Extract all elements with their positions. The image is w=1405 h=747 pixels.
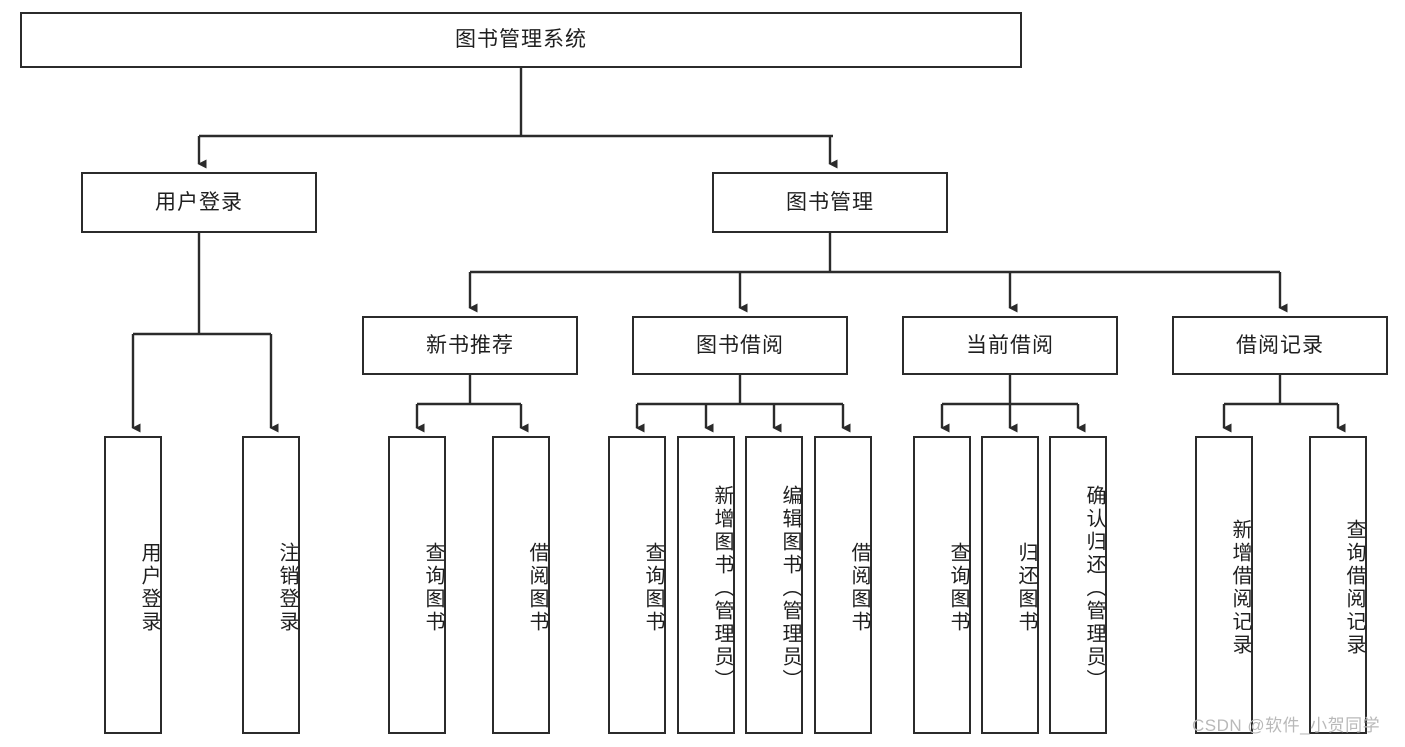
node-leaf-user-login[interactable]: 用户登录 <box>104 436 162 734</box>
node-label: 查询图书 <box>947 542 969 634</box>
node-leaf-query-record[interactable]: 查询借阅记录 <box>1309 436 1367 734</box>
node-leaf-return-book[interactable]: 归还图书 <box>981 436 1039 734</box>
node-label: 借阅图书 <box>526 542 548 634</box>
node-leaf-borrow-book-1[interactable]: 借阅图书 <box>492 436 550 734</box>
node-new-book-recommend[interactable]: 新书推荐 <box>362 316 578 375</box>
node-label: 查询图书 <box>422 542 444 634</box>
node-label: 图书借阅 <box>696 333 784 357</box>
node-label: 借阅记录 <box>1236 333 1324 357</box>
node-book-borrow[interactable]: 图书借阅 <box>632 316 848 375</box>
node-label: 当前借阅 <box>966 333 1054 357</box>
node-label: 查询借阅记录 <box>1343 519 1365 657</box>
node-label: 归还图书 <box>1015 542 1037 634</box>
node-leaf-user-logout[interactable]: 注销登录 <box>242 436 300 734</box>
node-label: 用户登录 <box>155 190 243 214</box>
node-current-borrow[interactable]: 当前借阅 <box>902 316 1118 375</box>
node-leaf-query-book-3[interactable]: 查询图书 <box>913 436 971 734</box>
node-leaf-confirm-return[interactable]: 确认归还（管理员） <box>1049 436 1107 734</box>
node-user-login[interactable]: 用户登录 <box>81 172 317 233</box>
node-label: 新增图书（管理员） <box>711 484 733 692</box>
node-label: 确认归还（管理员） <box>1083 484 1105 692</box>
node-label: 用户登录 <box>138 542 160 634</box>
node-label: 图书管理系统 <box>455 28 587 52</box>
node-leaf-query-book-2[interactable]: 查询图书 <box>608 436 666 734</box>
node-leaf-add-book[interactable]: 新增图书（管理员） <box>677 436 735 734</box>
node-borrow-record[interactable]: 借阅记录 <box>1172 316 1388 375</box>
node-label: 图书管理 <box>786 190 874 214</box>
node-root-system[interactable]: 图书管理系统 <box>20 12 1022 68</box>
node-label: 编辑图书（管理员） <box>779 484 801 692</box>
node-book-manage[interactable]: 图书管理 <box>712 172 948 233</box>
watermark: CSDN @软件_小贺同学 <box>1192 716 1381 735</box>
node-label: 新增借阅记录 <box>1229 519 1251 657</box>
node-leaf-query-book-1[interactable]: 查询图书 <box>388 436 446 734</box>
node-leaf-add-record[interactable]: 新增借阅记录 <box>1195 436 1253 734</box>
node-leaf-edit-book[interactable]: 编辑图书（管理员） <box>745 436 803 734</box>
node-label: 查询图书 <box>642 542 664 634</box>
node-label: 新书推荐 <box>426 333 514 357</box>
node-leaf-borrow-book-2[interactable]: 借阅图书 <box>814 436 872 734</box>
node-label: 借阅图书 <box>848 542 870 634</box>
node-label: 注销登录 <box>276 542 298 634</box>
